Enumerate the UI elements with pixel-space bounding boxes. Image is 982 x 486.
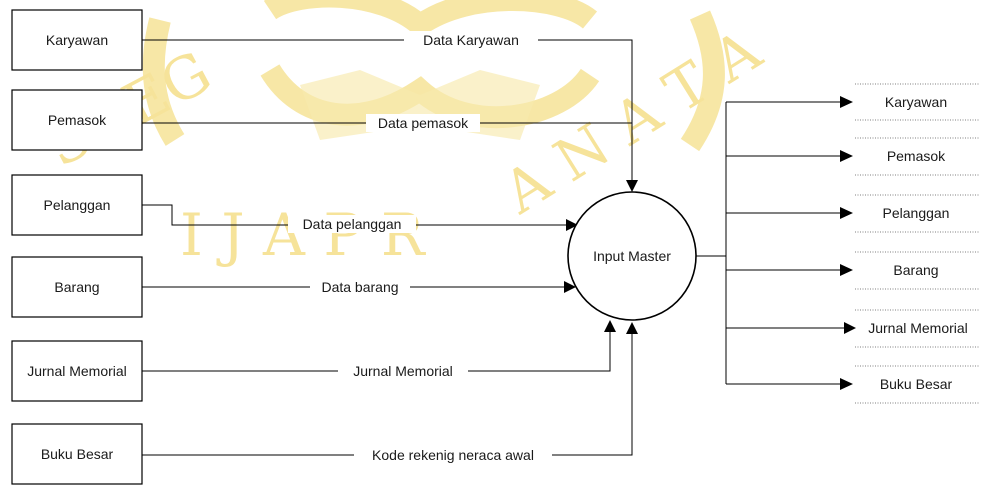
entity-label: Pemasok bbox=[48, 112, 107, 128]
entity-label: Jurnal Memorial bbox=[27, 363, 127, 379]
arrowhead bbox=[844, 322, 856, 334]
flow-label: Data Karyawan bbox=[423, 32, 519, 48]
datastore-label: Jurnal Memorial bbox=[868, 320, 968, 336]
entity-label: Barang bbox=[54, 279, 99, 295]
datastore-barang: Barang bbox=[855, 251, 980, 290]
datastore-pelanggan: Pelanggan bbox=[855, 194, 980, 233]
arrowhead bbox=[626, 322, 638, 334]
datastore-label: Karyawan bbox=[885, 94, 947, 110]
flow-label: Data pelanggan bbox=[303, 216, 402, 232]
datastore-label: Barang bbox=[893, 262, 938, 278]
arrowhead bbox=[840, 378, 853, 390]
flow-data-barang: Data barang bbox=[142, 278, 576, 296]
arrowhead bbox=[566, 219, 578, 231]
process-label: Input Master bbox=[593, 248, 671, 264]
datastore-pemasok: Pemasok bbox=[855, 137, 980, 176]
entity-barang: Barang bbox=[11, 256, 143, 318]
entity-pelanggan: Pelanggan bbox=[11, 174, 143, 236]
datastore-karyawan: Karyawan bbox=[855, 83, 980, 121]
arrowhead bbox=[564, 281, 576, 293]
arrowhead bbox=[840, 150, 853, 162]
entity-label: Karyawan bbox=[46, 32, 108, 48]
arrowhead bbox=[840, 264, 853, 276]
flow-jurnal-memorial: Jurnal Memorial bbox=[142, 320, 616, 380]
watermark-letters-mid: I J A P R bbox=[180, 201, 427, 269]
flow-kode-rekening: Kode rekenig neraca awal bbox=[142, 322, 638, 464]
entity-pemasok: Pemasok bbox=[11, 89, 143, 151]
process-input-master: Input Master bbox=[567, 191, 697, 321]
flow-data-pemasok: Data pemasok bbox=[142, 114, 632, 132]
entity-buku-besar: Buku Besar bbox=[11, 423, 143, 485]
datastore-label: Pelanggan bbox=[883, 205, 950, 221]
output-flows bbox=[696, 96, 856, 390]
entity-jurnal-memorial: Jurnal Memorial bbox=[11, 340, 143, 402]
flow-label: Jurnal Memorial bbox=[353, 363, 453, 379]
flow-data-karyawan: Data Karyawan bbox=[142, 31, 638, 192]
entity-karyawan: Karyawan bbox=[11, 9, 143, 71]
datastore-jurnal-memorial: Jurnal Memorial bbox=[855, 309, 980, 348]
flow-label: Data barang bbox=[321, 279, 398, 295]
flow-label: Kode rekenig neraca awal bbox=[372, 447, 534, 463]
arrowhead bbox=[626, 180, 638, 192]
arrowhead bbox=[840, 96, 853, 108]
entity-label: Pelanggan bbox=[44, 197, 111, 213]
datastore-label: Buku Besar bbox=[880, 376, 953, 392]
flow-label: Data pemasok bbox=[378, 115, 469, 131]
arrowhead bbox=[604, 320, 616, 332]
flow-data-pelanggan: Data pelanggan bbox=[142, 204, 578, 233]
entity-label: Buku Besar bbox=[41, 446, 114, 462]
datastore-label: Pemasok bbox=[887, 148, 946, 164]
datastore-buku-besar: Buku Besar bbox=[855, 365, 980, 404]
arrowhead bbox=[840, 207, 853, 219]
